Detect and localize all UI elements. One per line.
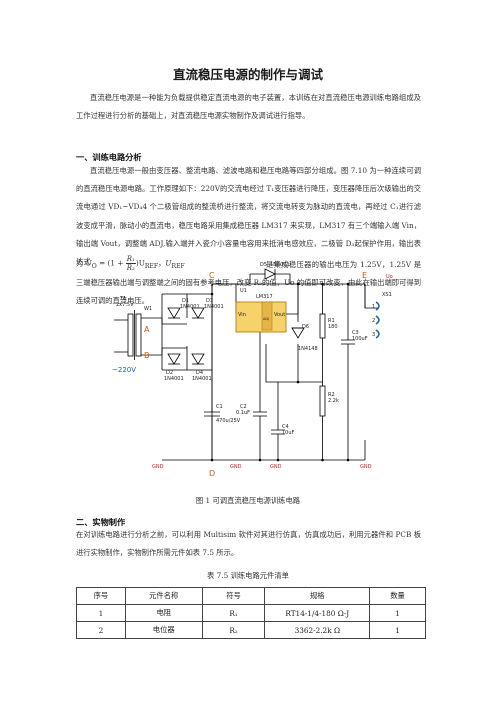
node-d-label: D [209, 469, 215, 478]
table-header-row: 序号 元件名称 符号 规格 数量 [76, 587, 426, 605]
table-cell: 电位器 [124, 621, 203, 639]
gnd-label-left: GND [152, 464, 164, 470]
d6-value: 1N4148 [298, 346, 318, 352]
table-cell: 电阻 [124, 604, 203, 622]
page-title: 直流稳压电源的制作与调试 [172, 67, 323, 82]
components-table: 序号 元件名称 符号 规格 数量 1 电阻 R₁ RT14-1/4-180 Ω-… [76, 587, 426, 639]
table-cell: 1 [76, 604, 126, 622]
table-cell: R₁ [201, 604, 266, 622]
circuit-diagram: C D E A B ~220V Uo T1 2x7.5V W1 D1 1N400… [112, 262, 393, 478]
table-cell: R₂ [201, 621, 266, 639]
node-a-label: A [144, 325, 150, 334]
formula-ref-sub: REF [171, 262, 185, 270]
d2-value: 1N4001 [164, 376, 184, 382]
d4-label: D4 [196, 370, 203, 376]
formula-tail: 是集成稳压器的输出电压为 1.25V，1.25V 是三端稳压器输出端与调整端之间… [76, 260, 421, 306]
pin-3-label: 3 [372, 332, 375, 338]
c2-value: 0.1uF [236, 410, 250, 416]
r2-value: 2.2k [328, 398, 339, 404]
r1-value: 180 [328, 324, 338, 330]
gnd-label-mid: GND [230, 464, 242, 470]
t1-label: T1 [119, 296, 126, 302]
c1-label: C1 [216, 404, 223, 410]
d3-label: D3 [206, 298, 213, 304]
transformer-primary [127, 313, 134, 357]
c1-value: 470u/25V [216, 418, 241, 424]
node-b-label: B [144, 351, 150, 360]
d2-label: D2 [166, 370, 173, 376]
table-header: 元件名称 [124, 587, 203, 605]
r2-label: R2 [328, 392, 335, 398]
r1-label: R1 [328, 318, 335, 324]
d6-label: D6 [302, 324, 309, 330]
gnd-label-right: GND [360, 464, 372, 470]
c4-label: C4 [282, 424, 289, 430]
d5-value: 1N4001 [270, 262, 290, 268]
table-cell: RT14-1/4-180 Ω-J [264, 604, 371, 622]
formula-rhs-sub: REF [144, 262, 159, 270]
table-header: 规格 [264, 587, 371, 605]
analysis-paragraph: 直流稳压电源一般由变压器、整流电路、滤波电路和稳压电路等四部分组成。图 7.10… [76, 166, 421, 267]
pin-2-label: 2 [372, 318, 375, 324]
d5-label: D5 [260, 262, 267, 268]
c3-label: C3 [352, 330, 359, 336]
formula-rhs: )U [135, 258, 145, 268]
build-paragraph: 在对训练电路进行分析之前，可以利用 Multisim 软件对其进行仿真，仿真成功… [76, 530, 421, 558]
w1-label: W1 [144, 306, 152, 312]
vout-pin: Vout [274, 312, 285, 318]
xs1-label: XS1 [382, 292, 392, 298]
c3-value: 100uF [352, 336, 368, 342]
formula-sep: ， [158, 258, 166, 268]
table-cell: 1 [369, 604, 426, 622]
formula-ref: U [165, 258, 172, 268]
c2-label: C2 [240, 404, 247, 410]
uo-label: Uo [386, 274, 393, 280]
node-e-label: E [362, 271, 367, 280]
transformer-secondary [135, 313, 142, 357]
ac-input-label: ~220V [112, 366, 136, 374]
figure-caption: 图 1 可调直流稳压电源训练电路 [195, 496, 301, 505]
pin-1-label: 1 [372, 304, 375, 310]
d3-value: 1N4001 [204, 304, 224, 310]
node-c-label: C [209, 271, 215, 280]
t1-value: 2x7.5V [116, 302, 134, 308]
section-heading-analysis: 一、训练电路分析 [76, 152, 142, 162]
table-header: 序号 [76, 587, 126, 605]
table-cell: 3362-2.2k Ω [264, 621, 371, 639]
section-heading-build: 二、实物制作 [76, 517, 126, 527]
table-cell: 2 [76, 621, 126, 639]
c4-value: 10uF [282, 430, 295, 436]
intro-paragraph: 直流稳压电源是一种能为负载提供稳定直流电源的电子装置，本训练在对直流稳压电源训练… [76, 93, 421, 121]
formula-lhs: U [85, 258, 92, 268]
table-row: 1 电阻 R₁ RT14-1/4-180 Ω-J 1 [76, 604, 426, 622]
formula-lhs-sub: O [91, 262, 97, 270]
formula-num: R₁ [125, 255, 136, 264]
d4-value: 1N4001 [192, 376, 212, 382]
d1-value: 1N4001 [180, 304, 200, 310]
vin-pin: Vin [238, 312, 246, 318]
adj-pin: ADJ [263, 317, 269, 321]
formula-eq: = (1 + [99, 258, 124, 268]
u1-label: U1 [240, 288, 247, 294]
table-cell: 1 [369, 621, 426, 639]
d1-label: D1 [182, 298, 189, 304]
table-header: 数量 [369, 587, 426, 605]
table-header: 符号 [201, 587, 266, 605]
formula-den: R₂ [126, 264, 135, 272]
gnd-label-c4: GND [270, 464, 282, 470]
lm317-chip [235, 301, 287, 333]
u1-value: LM317 [256, 294, 273, 300]
table-row: 2 电位器 R₂ 3362-2.2k Ω 1 [76, 621, 426, 639]
table-caption: 表 7.5 训练电路元件清单 [207, 571, 289, 580]
